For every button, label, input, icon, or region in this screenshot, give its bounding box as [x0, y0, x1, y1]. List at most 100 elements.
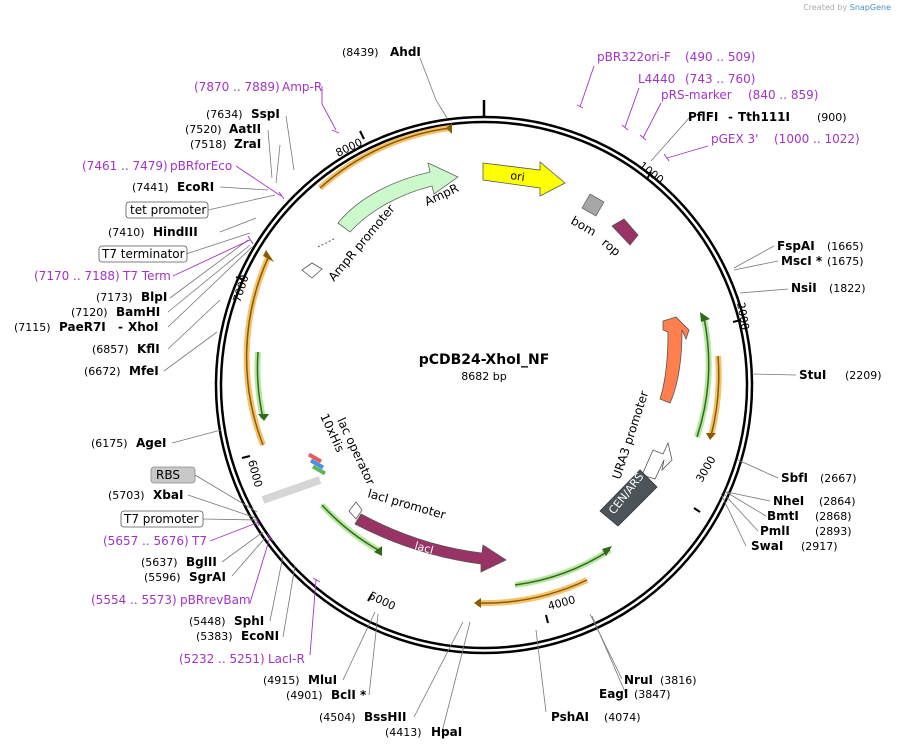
orf-arc-right-orange-head: [706, 433, 716, 440]
site-pos-blpi: (7173): [96, 291, 133, 304]
orf-arc-bottom-green2: [514, 547, 612, 588]
site-pos-bcli: (4901): [286, 689, 323, 702]
site-name-zrai: ZraI: [234, 137, 261, 151]
site-name-sgrai: SgrAI: [189, 570, 226, 584]
site-name-pshai: PshAI: [551, 710, 589, 724]
primer-range-pbrforeco: (7461 .. 7479): [82, 159, 168, 173]
laci-label: lacI: [413, 539, 435, 556]
site-name-xbai: XbaI: [153, 488, 183, 502]
feature-laci: lacI: [354, 513, 507, 573]
site-pos-bglii: (5637): [141, 556, 178, 569]
site-name-nhei: NheI: [773, 494, 804, 508]
site-name-stui: StuI: [799, 368, 826, 382]
tet-promoter-label: tet promoter: [130, 203, 206, 217]
site-name-nrui: NruI: [624, 673, 653, 687]
feature-ori: ori: [482, 161, 566, 197]
site-name-tth111i: Tth111I: [738, 110, 790, 124]
primer-labels: pBR322ori-F (490 .. 509) L4440 (743 .. 7…: [34, 50, 860, 666]
site-name-aatii: AatII: [229, 122, 261, 136]
rbs-box: [150, 466, 196, 484]
site-pos-econi: (5383): [196, 630, 233, 643]
bom-label: bom: [569, 213, 599, 238]
site-pos-nhei: (2864): [819, 495, 856, 508]
site-pos-paer7i: (7115): [14, 321, 51, 334]
site-name-mlui: MluI: [308, 673, 337, 687]
site-name-sspi: SspI: [251, 107, 280, 121]
plasmid-length: 8682 bp: [461, 370, 506, 383]
primer-range-amp-r: (7870 .. 7889): [194, 80, 280, 94]
site-pos-sphi: (5448): [189, 615, 226, 628]
orf-arcs: [243, 123, 722, 608]
site-name-bcli: BclI *: [331, 688, 367, 702]
site-name-hpai: HpaI: [431, 725, 462, 739]
ura3-label: URA3: [676, 367, 694, 399]
orf-arc-left-orange-head: [263, 250, 274, 262]
site-name-bglii: BglII: [186, 555, 217, 569]
site-name-bamhi: BamHI: [116, 305, 160, 319]
site-name-mfei: MfeI: [129, 364, 159, 378]
site-pos-nrui: (3816): [660, 674, 697, 687]
t7-promoter-label: T7 promoter: [123, 512, 199, 526]
primer-name-t7-term: T7 Term: [122, 269, 171, 283]
site-pos-swai: (2917): [801, 540, 838, 553]
tet-promoter-box: [125, 201, 209, 219]
site-name-sphi: SphI: [234, 614, 264, 628]
site-pos-ahdi: (8439): [342, 46, 379, 59]
feature-bom: bom: [569, 193, 605, 239]
site-pos-sgrai: (5596): [144, 571, 181, 584]
t7-promoter-segment: [261, 476, 322, 504]
site-pos-pshai: (4074): [604, 711, 641, 724]
laci-promoter-label: lacI promoter: [366, 486, 447, 522]
site-name-fspai: FspAI: [777, 239, 815, 253]
primer-range-pbrrevbam: (5554 .. 5573): [91, 593, 177, 607]
site-pos-sbfi: (2667): [820, 472, 857, 485]
rbs-label: RBS: [156, 468, 180, 482]
site-name-nsii: NsiI: [791, 281, 817, 295]
svg-text:-: -: [118, 320, 123, 334]
primer-range-laci-r: (5232 .. 5251): [179, 652, 265, 666]
site-name-swai: SwaI: [751, 539, 783, 553]
t7-promoter-box: [120, 510, 204, 528]
feature-rop: rop: [599, 218, 639, 259]
backbone-inner: [219, 120, 749, 650]
site-name-xhoi: XhoI: [128, 320, 159, 334]
credit-prefix: Created by: [803, 3, 848, 12]
site-pos-agei: (6175): [91, 437, 128, 450]
feature-ura3-promoter: URA3 promoter: [610, 389, 673, 481]
t7-terminator-box: [98, 245, 188, 263]
site-pos-hindiii: (7410): [108, 226, 145, 239]
primer-name-pbrrevbam: pBRrevBam: [180, 593, 251, 607]
tick-label-3000: 3000: [693, 454, 718, 485]
site-pos-sspi: (7634): [206, 108, 243, 121]
primer-name-prs-marker: pRS-marker: [661, 88, 732, 102]
site-pos-aatii: (7520): [185, 123, 222, 136]
site-pos-pflfi: (900): [817, 111, 847, 124]
orf-arc-left-green-head: [258, 414, 269, 421]
site-pos-msci: (1675): [827, 255, 864, 268]
site-pos-xbai: (5703): [108, 489, 145, 502]
site-pos-bamhi: (7120): [71, 306, 108, 319]
site-pos-hpai: (4413): [385, 726, 422, 739]
primer-name-amp-r: Amp-R: [282, 80, 322, 94]
primer-leaders: [172, 65, 709, 656]
snapgene-credit: Created by SnapGene: [803, 3, 891, 12]
site-pos-bsshii: (4504): [319, 711, 356, 724]
site-pos-kfli: (6857): [92, 343, 129, 356]
site-pos-mlui: (4915): [263, 674, 300, 687]
site-name-pflfi: PflFI: [688, 110, 718, 124]
feature-ampr: AmpR: [337, 162, 461, 233]
primer-range-t7-term: (7170 .. 7188): [34, 269, 120, 283]
primer-name-pgex3: pGEX 3': [711, 132, 758, 146]
site-pos-pmli: (2893): [815, 525, 852, 538]
site-name-kfli: KflI: [137, 342, 160, 356]
tick-label-6000: 6000: [245, 458, 265, 488]
primer-name-laci-r: LacI-R: [268, 652, 305, 666]
tick-label-2000: 2000: [734, 301, 752, 331]
site-name-hindiii: HindIII: [153, 225, 198, 239]
boxed-feature-labels: tet promoter T7 terminator RBS T7 promot…: [98, 201, 209, 528]
primer-range-pgex3: (1000 .. 1022): [774, 132, 860, 146]
orf-arc-top-head: [446, 123, 452, 134]
primer-range-prs-marker: (840 .. 859): [748, 88, 818, 102]
primer-range-t7: (5657 .. 5676): [103, 534, 189, 548]
boxed-leaders: [185, 194, 276, 521]
